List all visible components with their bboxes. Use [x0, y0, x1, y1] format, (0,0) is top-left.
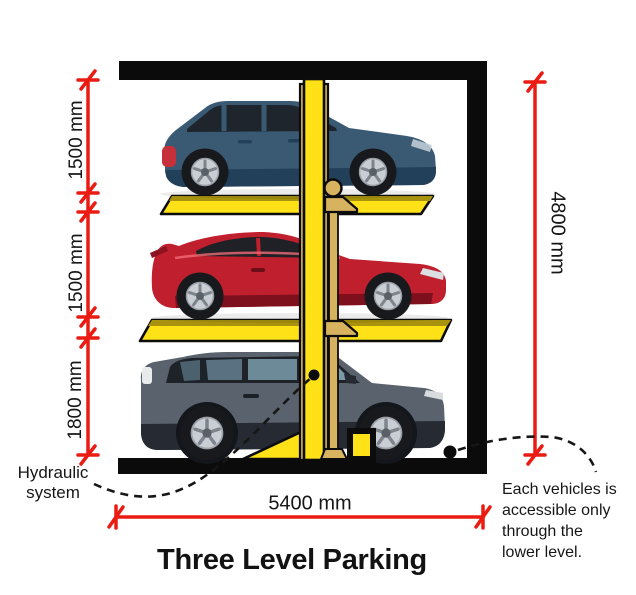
wheel-stop-block	[347, 428, 376, 462]
tick	[76, 327, 100, 349]
suv-glass-rear-door	[248, 359, 297, 380]
access-callout-dot	[443, 445, 457, 459]
dim-label-middle-level: 1500 mm	[66, 233, 87, 313]
tick	[76, 69, 100, 91]
tick	[523, 71, 547, 93]
platform-bracket-top	[323, 195, 359, 214]
tick	[474, 504, 492, 530]
dim-label-top-level: 1500 mm	[66, 100, 87, 180]
lift-platforms	[138, 194, 453, 343]
suv-rear-wheel	[178, 404, 236, 462]
blue-car-taillight	[162, 146, 176, 167]
tick	[76, 444, 100, 466]
platform-bracket-middle	[323, 319, 359, 338]
suv-door-handle-rear	[243, 394, 259, 398]
hydraulic-main-column	[302, 77, 326, 462]
car-red-sedan	[150, 232, 446, 321]
dim-label-total-width: 5400 mm	[268, 492, 352, 515]
red-car-front-wheel	[363, 271, 413, 321]
blue-car-door-handle-front	[288, 139, 302, 143]
blue-car-front-wheel	[348, 147, 398, 197]
blue-car-door-handle-rear	[238, 140, 252, 144]
suv-mirror	[344, 374, 356, 384]
red-car-spoiler	[150, 246, 168, 258]
red-car-rear-wheel	[175, 271, 225, 321]
blue-car-headlight	[411, 139, 432, 152]
tick	[76, 182, 100, 204]
red-car-headlight	[420, 268, 444, 280]
suv-taillight	[142, 367, 152, 384]
dimension-total-height	[523, 71, 547, 466]
suv-glass-rear	[180, 360, 200, 381]
tick	[107, 504, 125, 530]
tick	[523, 444, 547, 466]
frame-top-beam	[119, 61, 487, 80]
suv-glass-quarter	[206, 359, 242, 380]
diagram-title: Three Level Parking	[157, 544, 427, 576]
blue-car-rear-wheel	[180, 147, 230, 197]
piston-head	[323, 178, 343, 198]
rod-foot	[319, 448, 349, 460]
access-note-label: Each vehicles is accessible only through…	[502, 481, 617, 562]
frame-right-column	[467, 61, 487, 474]
hydraulic-column-assembly	[298, 77, 457, 462]
suv-headlight	[424, 390, 443, 400]
tick	[76, 306, 100, 328]
hydraulic-callout-dot	[308, 369, 320, 381]
dim-label-total-height: 4800 mm	[546, 191, 569, 275]
red-car-door-handle-rear	[251, 268, 265, 272]
tick	[76, 201, 100, 223]
dimension-total-width	[107, 504, 492, 530]
hydraulic-system-label: Hydraulic system	[17, 463, 89, 503]
dimension-lines	[76, 69, 547, 530]
dimension-left-chain	[76, 69, 100, 466]
dim-label-bottom-level: 1800 mm	[65, 360, 86, 440]
